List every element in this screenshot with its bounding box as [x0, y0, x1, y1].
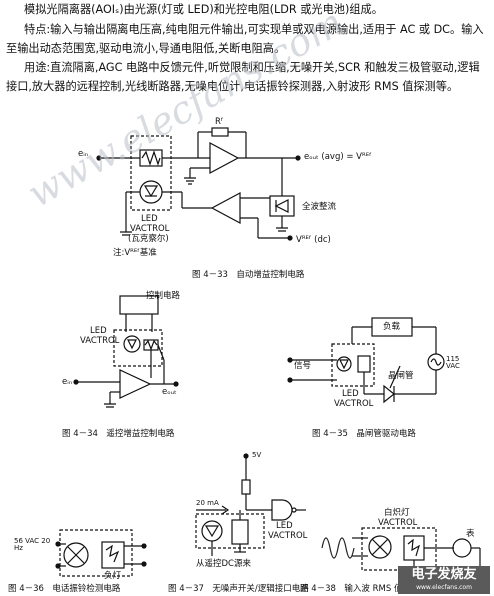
fig37-current-label: 20 mA: [196, 499, 219, 507]
fig34-vactrol-box: [113, 329, 163, 367]
logo-url: www.elecfans.com: [416, 584, 472, 591]
fig38-vactrol-label: VACTROL: [378, 518, 418, 528]
fig35-signal-label: 信号: [294, 361, 312, 371]
fig37-remote-label: 从遥控DC源来: [196, 559, 251, 569]
fig33-vactrol-label: VACTROL: [130, 224, 170, 234]
fig33-opamp-1: [209, 141, 240, 175]
fig36-lamp: [63, 542, 89, 568]
fig33-led-label: LED: [141, 214, 158, 224]
fig36-load-label: 负灯: [104, 571, 122, 581]
fig33-caption: 图 4－33 自动增益控制电路: [192, 270, 305, 280]
fig34-control-label: 控制电路: [146, 291, 181, 301]
fig38-lamp-label: 白炽灯: [384, 508, 410, 518]
fig34-eout-label: eₒᵤₜ: [162, 387, 177, 397]
intro-paragraph-1: 模拟光隔离器(AOIₛ)由光源(灯或 LED)和光控电阻(LDR 或光电池)组成…: [24, 3, 383, 16]
fig33-ein-label: eᵢₙ: [78, 149, 89, 159]
fig37-nand-gate: [271, 499, 293, 521]
elecfans-logo: 电子发烧友 www.elecfans.com: [398, 566, 490, 594]
fig34-opamp: [119, 369, 152, 399]
fig33-vref-label: Vᴿᴱᶠ (dc): [296, 235, 331, 245]
fig34-led-label: LED: [90, 326, 107, 336]
fig35-led: [336, 356, 352, 372]
fig38-meter: [452, 538, 472, 558]
fig36-source-label: 56 VAC 20 Hz: [14, 537, 51, 552]
fig35-vactrol-label: VACTROL: [334, 399, 374, 409]
fig37-led-label: LED: [276, 521, 293, 531]
fig34-control-block: [119, 295, 159, 315]
fig38-caption: 图 4－38 输入波 RMS 值的测量电路: [300, 584, 445, 594]
fig38-vactrol-box: [361, 527, 437, 571]
fig35-led-label: LED: [342, 389, 359, 399]
fig35-thyristor-driver: [287, 317, 445, 404]
fig36-ring-detector: [55, 529, 147, 577]
fig35-load-label: 负载: [383, 322, 401, 332]
fig37-ldr: [231, 519, 249, 545]
fig36-caption: 图 4－36 电话振铃检测电路: [8, 584, 121, 594]
fig34-caption: 图 4－34 遥控增益控制电路: [62, 429, 175, 439]
fig34-remote-gain-circuit: [73, 295, 179, 408]
fig38-lamp: [368, 535, 392, 559]
fig33-rf-label: Rᶠ: [215, 117, 224, 127]
fig34-vactrol-label: VACTROL: [80, 336, 120, 346]
fig38-ldr: [403, 535, 425, 561]
fig33-vactrol-box: [130, 135, 172, 211]
fig33-led: [139, 180, 163, 204]
fig35-ldr: [357, 355, 371, 373]
logo-text: 电子发烧友: [411, 567, 477, 582]
fig37-caption: 图 4－37 无噪声开关/逻辑接口电路: [168, 584, 309, 594]
fig36-ldr: [101, 541, 125, 569]
fig35-caption: 图 4－35 晶闸管驱动电路: [312, 429, 416, 439]
fig33-rectifier: [269, 195, 295, 217]
fig33-eout-label: eₒᵤₜ (avg) = Vᴿᴱᶠ: [304, 152, 372, 162]
intro-paragraph-features: 特点:输入与输出隔离电压高,纯电阻元件输出,可实现单或双电源输出,适用于 AC …: [6, 23, 484, 55]
fig37-vactrol-label: VACTROL: [268, 531, 308, 541]
fig35-thyristor: [383, 384, 395, 404]
fig33-agc-circuit: [96, 127, 301, 241]
fig33-note: 注:Vᴿᴱᶠ基准: [113, 248, 157, 258]
fig35-supply-label: 115 VAC: [446, 355, 460, 370]
fig36-vactrol-box: [59, 529, 133, 577]
fig34-led: [123, 335, 141, 353]
fig33-vactrol-cn-label: (瓦克察尔): [128, 234, 169, 244]
fig37-led: [201, 520, 223, 542]
fig35-vactrol-box: [331, 343, 375, 387]
intro-paragraph-uses: 用途:直流隔离,AGC 电路中反馈元件,听觉限制和压缩,无噪开关,SCR 和触发…: [6, 61, 480, 93]
fig35-thyristor-label: 晶闸管: [388, 371, 414, 381]
fig37-supply-label: 5V: [252, 451, 262, 459]
fig38-meter-label: 表: [466, 529, 475, 539]
fig33-rectifier-label: 全波整流: [302, 202, 337, 212]
fig34-ein-label: eᵢₙ: [62, 377, 73, 387]
fig37-noiseless-switch: [195, 453, 306, 556]
fig37-vactrol-box: [195, 513, 265, 549]
fig33-opamp-2: [210, 191, 241, 225]
fig38-input-waveform: [321, 537, 355, 559]
